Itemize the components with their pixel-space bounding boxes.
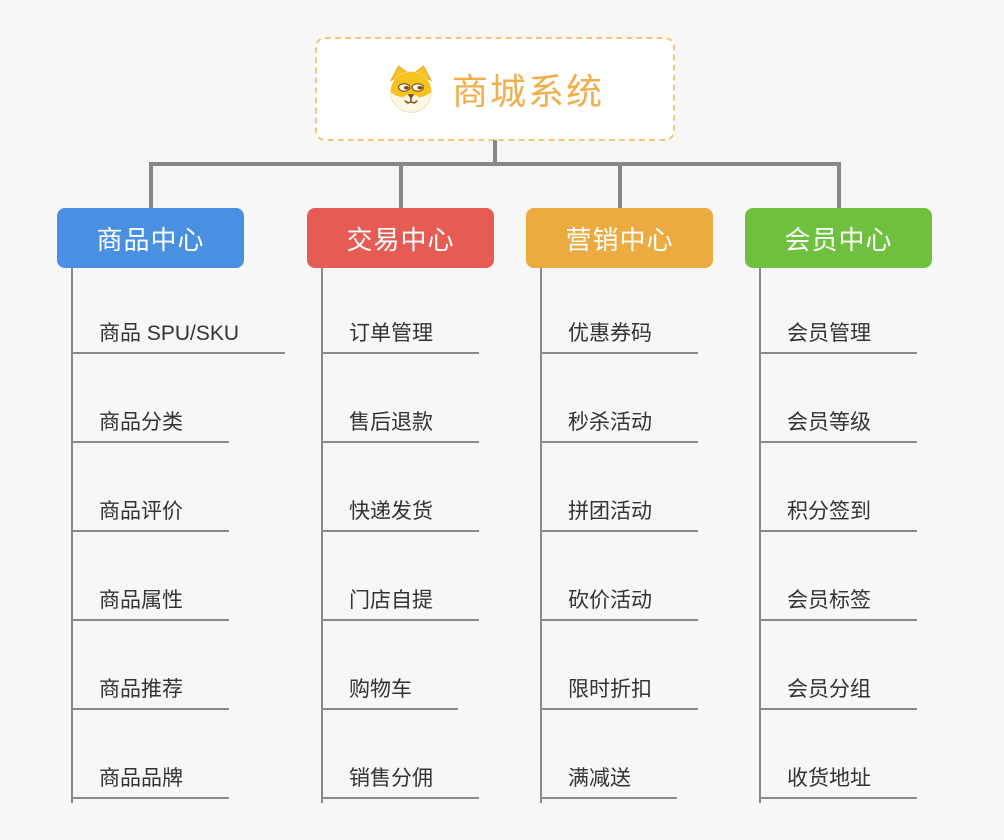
leaf-node[interactable]: 会员管理 xyxy=(759,316,917,354)
branch-column-members: 会员中心 会员管理 会员等级 积分签到 会员标签 会员分组 收货地址 xyxy=(745,208,1004,808)
connector-drop xyxy=(618,162,622,210)
connector-trunk xyxy=(321,268,323,803)
connector-drop xyxy=(837,162,841,210)
leaf-node[interactable]: 商品推荐 xyxy=(71,672,229,710)
leaf-node[interactable]: 商品品牌 xyxy=(71,761,229,799)
branch-node-marketing[interactable]: 营销中心 xyxy=(526,208,713,268)
connector-bus xyxy=(149,162,840,166)
leaf-node[interactable]: 积分签到 xyxy=(759,494,917,532)
leaf-node[interactable]: 会员分组 xyxy=(759,672,917,710)
leaf-node[interactable]: 订单管理 xyxy=(321,316,479,354)
root-node[interactable]: 商城系统 xyxy=(315,37,675,141)
branch-node-trade[interactable]: 交易中心 xyxy=(307,208,494,268)
branch-column-marketing: 营销中心 优惠券码 秒杀活动 拼团活动 砍价活动 限时折扣 满减送 xyxy=(526,208,786,808)
leaf-node[interactable]: 售后退款 xyxy=(321,405,479,443)
leaf-node[interactable]: 拼团活动 xyxy=(540,494,698,532)
branch-column-products: 商品中心 商品 SPU/SKU 商品分类 商品评价 商品属性 商品推荐 商品品牌 xyxy=(57,208,317,808)
leaf-node[interactable]: 优惠券码 xyxy=(540,316,698,354)
leaf-node[interactable]: 门店自提 xyxy=(321,583,479,621)
leaf-node[interactable]: 会员标签 xyxy=(759,583,917,621)
dog-face-icon xyxy=(386,64,436,114)
leaf-node[interactable]: 销售分佣 xyxy=(321,761,479,799)
leaf-node[interactable]: 限时折扣 xyxy=(540,672,698,710)
connector-drop xyxy=(399,162,403,210)
leaf-node[interactable]: 满减送 xyxy=(540,761,677,799)
branch-column-trade: 交易中心 订单管理 售后退款 快递发货 门店自提 购物车 销售分佣 xyxy=(307,208,567,808)
branch-node-products[interactable]: 商品中心 xyxy=(57,208,244,268)
leaf-node[interactable]: 商品 SPU/SKU xyxy=(71,316,286,354)
leaf-node[interactable]: 会员等级 xyxy=(759,405,917,443)
leaf-node[interactable]: 收货地址 xyxy=(759,761,917,799)
branch-node-members[interactable]: 会员中心 xyxy=(745,208,932,268)
leaf-node[interactable]: 秒杀活动 xyxy=(540,405,698,443)
connector-drop xyxy=(149,162,153,210)
leaf-node[interactable]: 商品属性 xyxy=(71,583,229,621)
connector-trunk xyxy=(71,268,73,803)
leaf-node[interactable]: 商品分类 xyxy=(71,405,229,443)
leaf-node[interactable]: 砍价活动 xyxy=(540,583,698,621)
leaf-node[interactable]: 购物车 xyxy=(321,672,458,710)
connector-root-stem xyxy=(493,140,497,165)
root-node-label: 商城系统 xyxy=(451,71,604,112)
connector-trunk xyxy=(540,268,542,803)
connector-trunk xyxy=(759,268,761,803)
leaf-node[interactable]: 商品评价 xyxy=(71,494,229,532)
leaf-node[interactable]: 快递发货 xyxy=(321,494,479,532)
